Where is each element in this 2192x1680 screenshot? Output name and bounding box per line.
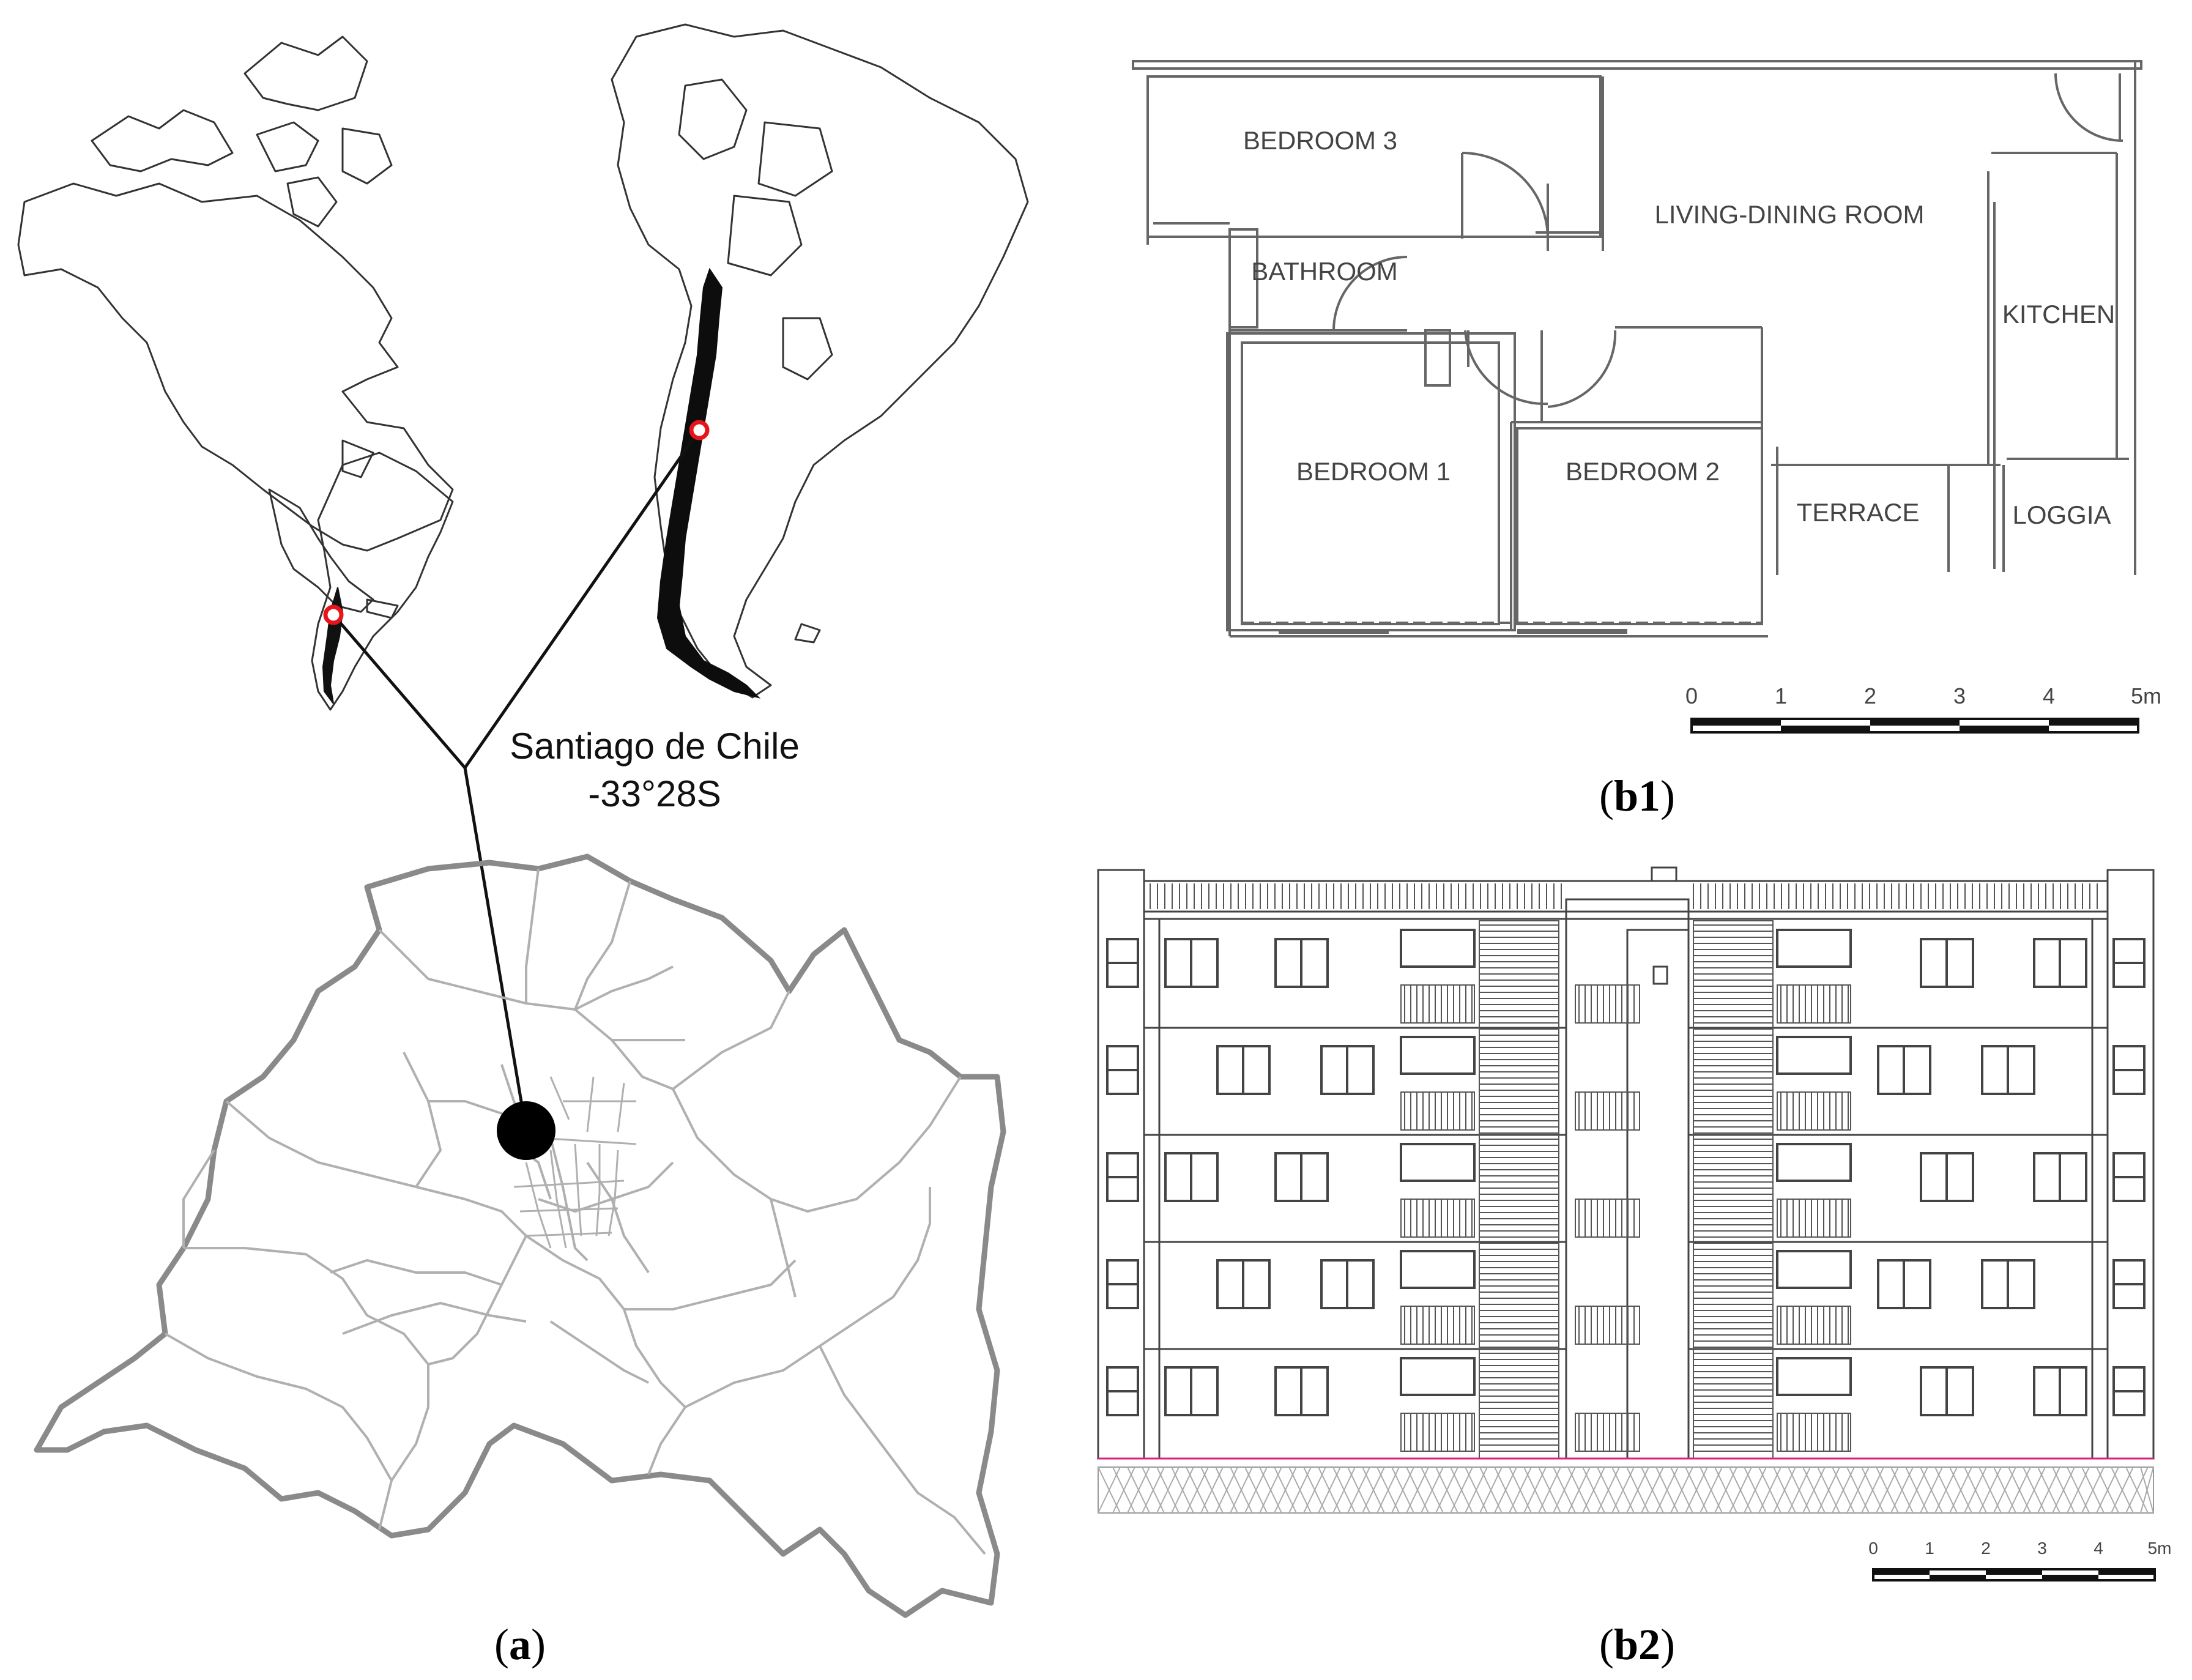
- room-labels: BEDROOM 3 LIVING-DINING ROOM BATHROOM KI…: [1243, 126, 2115, 529]
- scale-bar-b2: 0 1 2 3 4 5m: [1868, 1539, 2172, 1582]
- balcony-railing: [1575, 1091, 1640, 1131]
- balcony-railing: [1575, 1199, 1640, 1238]
- windows: [1106, 929, 2146, 1416]
- region-outline: [34, 853, 1006, 1618]
- room-label-bedroom2: BEDROOM 2: [1566, 457, 1720, 486]
- balcony-door: [1776, 929, 1852, 968]
- chile-small: [322, 587, 344, 704]
- panel-b2: 0 1 2 3 4 5m (b2): [1097, 866, 2172, 1669]
- balcony-door: [1776, 1250, 1852, 1289]
- scale-b2-tick-1: 1: [1925, 1539, 1934, 1558]
- caption-b1: (b1): [1599, 771, 1675, 820]
- balcony-door: [1400, 1143, 1476, 1182]
- balcony-door: [1400, 929, 1476, 968]
- balcony-railing: [1777, 1091, 1851, 1131]
- commune-boundaries: [165, 868, 986, 1555]
- balcony-railing: [1777, 1306, 1851, 1345]
- location-label: Santiago de Chile: [510, 726, 800, 767]
- balcony-railing: [1400, 1306, 1475, 1345]
- scale-b2-tick-4: 4: [2094, 1539, 2103, 1558]
- ground: [1098, 1457, 2154, 1514]
- balcony-railing: [1777, 1199, 1851, 1238]
- balcony-railing: [1575, 984, 1640, 1024]
- balcony-railing: [1575, 1413, 1640, 1452]
- location-marker-large: [689, 420, 710, 440]
- scale-b2-tick-3: 3: [2037, 1539, 2047, 1558]
- room-label-living: LIVING-DINING ROOM: [1654, 200, 1924, 229]
- caption-a: (a): [494, 1620, 546, 1669]
- balcony-railing: [1575, 1306, 1640, 1345]
- scale-b1-tick-4: 4: [2043, 683, 2055, 708]
- balcony-door: [1400, 1036, 1476, 1075]
- balcony-door: [1400, 1357, 1476, 1396]
- santiago-region-map: [34, 853, 1006, 1618]
- ground-hatch-line: [2140, 1466, 2154, 1514]
- scale-bar-b1: 0 1 2 3 4 5m: [1685, 683, 2161, 734]
- urban-grid: [513, 1076, 637, 1249]
- santiago-center-marker: [497, 1101, 555, 1160]
- balcony-door: [1776, 1357, 1852, 1396]
- floor-plan: [1132, 60, 2142, 637]
- scale-b1-tick-3: 3: [1953, 683, 1966, 708]
- latitude-label: -33°28S: [588, 773, 721, 814]
- south-america-map: [611, 23, 1029, 699]
- scale-b1-tick-0: 0: [1685, 683, 1698, 708]
- panel-b1: BEDROOM 3 LIVING-DINING ROOM BATHROOM KI…: [1132, 60, 2161, 820]
- balcony-railing: [1777, 1413, 1851, 1452]
- scale-b2-tick-2: 2: [1981, 1539, 1991, 1558]
- balcony-door: [1776, 1036, 1852, 1075]
- balcony-railing: [1400, 1413, 1475, 1452]
- scale-b1-tick-5: 5m: [2131, 683, 2161, 708]
- caption-b2: (b2): [1599, 1620, 1675, 1669]
- balcony-railing: [1400, 1199, 1475, 1238]
- floor-lines: [1144, 1027, 2108, 1350]
- balcony-door: [1776, 1143, 1852, 1182]
- ground-hatch-line: [2125, 1466, 2149, 1514]
- balcony-door: [1400, 1250, 1476, 1289]
- balcony-railing: [1400, 1091, 1475, 1131]
- balcony-railing: [1777, 984, 1851, 1024]
- room-label-loggia: LOGGIA: [2012, 500, 2111, 529]
- roof-railing: [1150, 883, 2098, 909]
- scale-b2-tick-0: 0: [1868, 1539, 1878, 1558]
- balcony-hatch: [1400, 920, 1851, 1459]
- panel-a: Santiago de Chile -33°28S: [17, 23, 1029, 1669]
- scale-b1-tick-1: 1: [1775, 683, 1787, 708]
- connector-lines: [332, 429, 701, 1131]
- room-label-bedroom3: BEDROOM 3: [1243, 126, 1397, 155]
- room-label-kitchen: KITCHEN: [2002, 300, 2115, 329]
- chile-large: [656, 267, 761, 699]
- location-marker-small: [323, 604, 344, 625]
- scale-b1-tick-2: 2: [1864, 683, 1876, 708]
- room-label-terrace: TERRACE: [1797, 498, 1920, 527]
- room-label-bedroom1: BEDROOM 1: [1296, 457, 1451, 486]
- balcony-railing: [1400, 984, 1475, 1024]
- scale-b2-tick-5: 5m: [2148, 1539, 2172, 1558]
- building-elevation: [1097, 866, 2155, 1460]
- americas-map: [17, 35, 454, 711]
- room-label-bathroom: BATHROOM: [1251, 257, 1398, 286]
